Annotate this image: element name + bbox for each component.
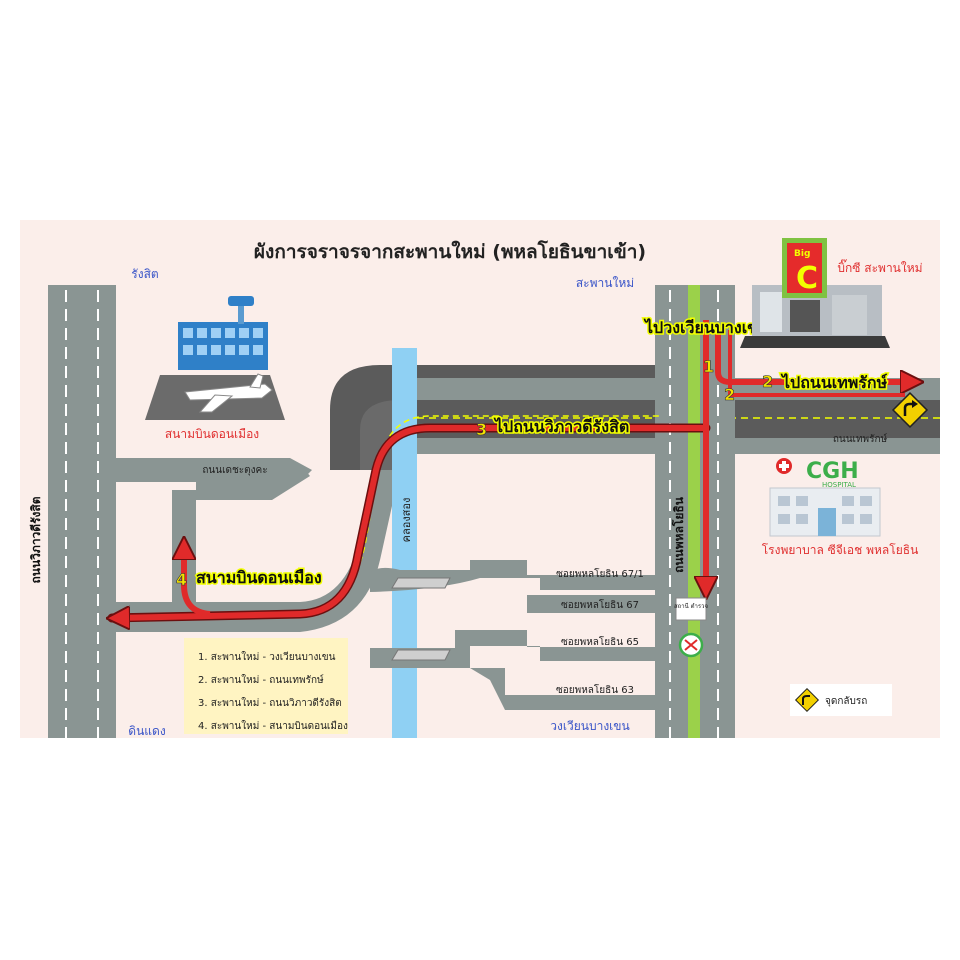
route-1-label: ไปวงเวียนบางเขน — [643, 318, 769, 337]
din-daeng-label: ดินแดง — [128, 724, 165, 738]
route-2b-line — [728, 330, 905, 397]
soi-63-label: ซอยพหลโยธิน 63 — [556, 683, 634, 696]
bigc-store-icon — [740, 238, 890, 348]
uturn-legend — [790, 684, 892, 716]
bridge-icon — [391, 577, 451, 661]
map-title: ผังการจราจรจากสะพานใหม่ (พหลโยธินขาเข้า) — [254, 240, 646, 263]
route-3-number: 3 — [476, 420, 487, 439]
legend-item-1: 1. สะพานใหม่ - วงเวียนบางเขน — [198, 651, 336, 663]
route-legend — [184, 638, 348, 734]
thepharak-label: ถนนเทพรักษ์ — [833, 433, 888, 445]
cgh-label: โรงพยาบาล ซีจีเอช พหลโยธิน — [762, 543, 919, 557]
legend-item-2: 2. สะพานใหม่ - ถนนเทพรักษ์ — [198, 674, 324, 686]
canal-label: คลองสอง — [400, 498, 413, 543]
dechatungka-road — [116, 458, 312, 610]
police-box-icon — [675, 597, 707, 658]
legend-item-4: 4. สะพานใหม่ - สนามบินดอนเมือง — [198, 720, 348, 732]
phaholyothin-label: ถนนพหลโยธิน — [671, 496, 686, 573]
route-4-number: 4 — [176, 570, 187, 589]
canal — [392, 348, 417, 738]
airport-icon — [145, 296, 285, 420]
vibhavadi-label: ถนนวิภาวดีรังสิต — [29, 496, 43, 583]
airport-label: สนามบินดอนเมือง — [165, 427, 259, 441]
route-1-number: 1 — [703, 357, 714, 376]
rangsit-label: รังสิต — [131, 267, 158, 281]
soi-65-label: ซอยพหลโยธิน 65 — [561, 635, 639, 648]
route-4-line — [184, 548, 211, 617]
soi-67-1-label: ซอยพหลโยธิน 67/1 — [556, 567, 644, 580]
route-3-line-inner — [118, 425, 706, 618]
route-3-label: ไปถนนวิภาวดีรังสิต — [493, 417, 629, 436]
route-4-label: สนามบินดอนเมือง — [196, 568, 322, 587]
bigc-logo-top: Big — [794, 249, 810, 259]
uturn-sign-icon — [891, 391, 929, 429]
legend-item-3: 3. สะพานใหม่ - ถนนวิภาวดีรังสิต — [198, 697, 342, 709]
cgh-logo: CGH — [806, 459, 859, 484]
police-box-label: สถานี ตำรวจ — [674, 602, 708, 610]
wongwian-bangkhen-label: วงเวียนบางเขน — [550, 719, 629, 733]
soi-67-label: ซอยพหลโยธิน 67 — [561, 598, 639, 611]
cgh-logo-sub: HOSPITAL — [822, 481, 856, 489]
uturn-legend-label: จุดกลับรถ — [825, 696, 867, 707]
route-2-number-b: 2 — [724, 385, 735, 404]
cgh-hospital-icon — [769, 458, 881, 537]
bigc-logo-letter: C — [796, 261, 818, 296]
dechatungka-label: ถนนเดชะตุงคะ — [202, 465, 267, 476]
bigc-label: บิ๊กซี สะพานใหม่ — [837, 259, 922, 275]
route-2-label: ไปถนนเทพรักษ์ — [780, 373, 888, 392]
saphan-mai-label: สะพานใหม่ — [576, 276, 634, 290]
phaholyothin-road — [655, 285, 735, 738]
route-2-number: 2 — [762, 372, 773, 391]
vibhavadi-road — [48, 285, 116, 738]
